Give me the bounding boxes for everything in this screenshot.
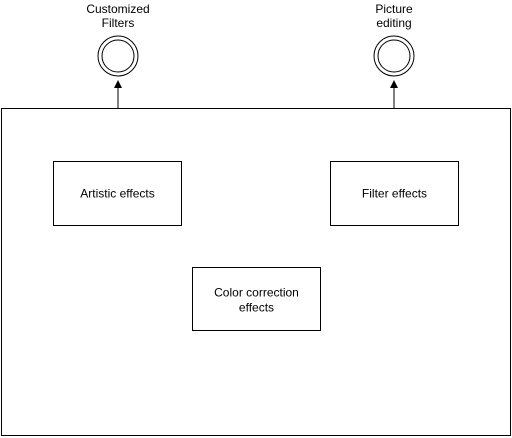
interface-label-line: Customized (86, 2, 149, 16)
interface-inner-circle (101, 39, 135, 73)
part-label-line: Color correction (214, 286, 299, 300)
interface-inner-circle (377, 39, 411, 73)
part-artistic-effects: Artistic effects (53, 161, 182, 226)
interface-picture-editing: Picture editing (373, 2, 415, 77)
part-color-correction-effects: Color correction effects (192, 267, 321, 331)
part-label-line: Filter effects (362, 187, 427, 201)
part-box (53, 161, 182, 226)
interface-customized-filters: Customized Filters (86, 2, 150, 77)
part-box (330, 161, 459, 226)
part-label-line: Artistic effects (80, 187, 154, 201)
interface-label-line: Picture (375, 2, 413, 16)
interface-label-line: Filters (102, 16, 135, 30)
interface-label-line: editing (376, 16, 411, 30)
part-filter-effects: Filter effects (330, 161, 459, 226)
part-label-line: effects (239, 301, 274, 315)
part-box (192, 267, 321, 331)
